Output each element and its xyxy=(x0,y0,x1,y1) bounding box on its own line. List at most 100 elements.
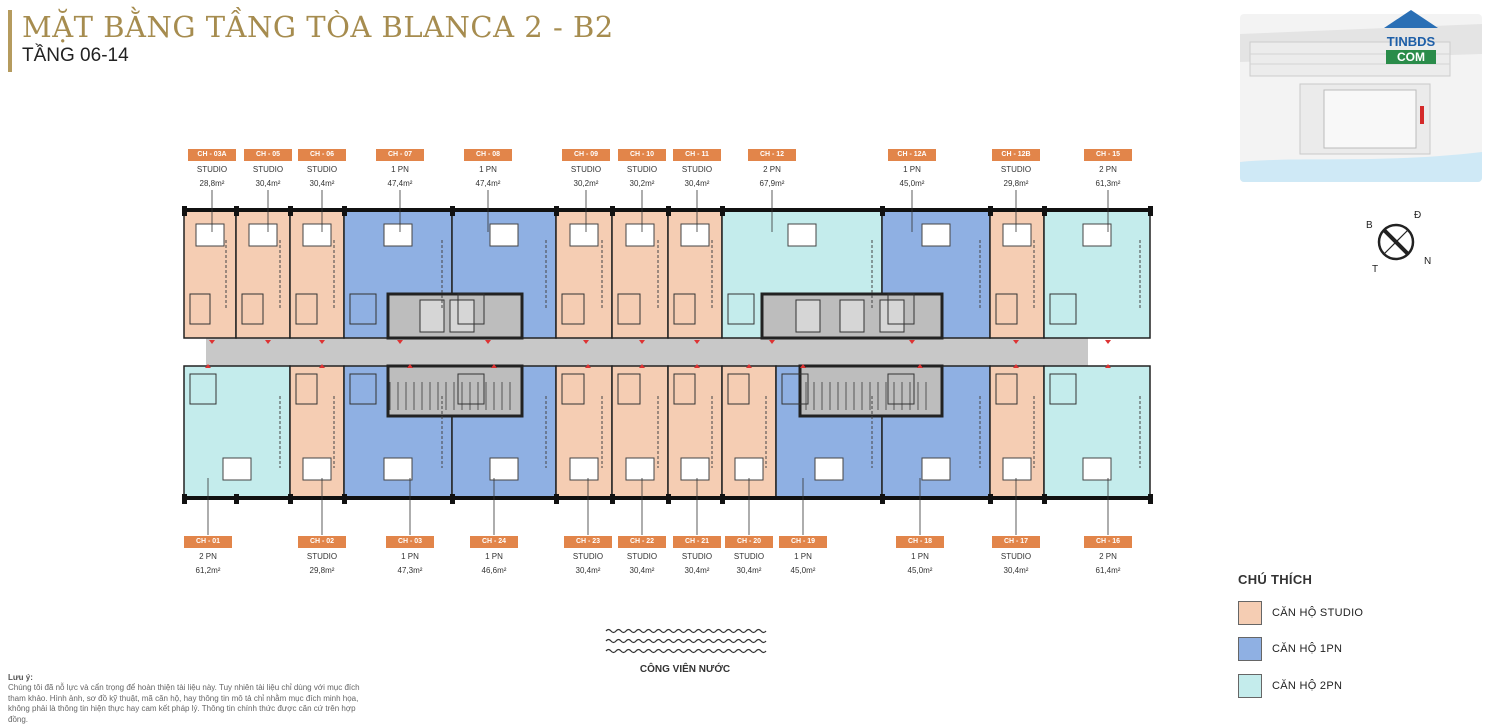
legend-title: CHÚ THÍCH xyxy=(1238,572,1313,587)
bed-icon xyxy=(625,223,655,247)
unit-type-label-bottom: STUDIO xyxy=(733,552,765,561)
elevator-shaft xyxy=(795,299,821,333)
bed-icon xyxy=(921,457,951,481)
title-accent-bar xyxy=(8,10,12,72)
unit-type-label-top: 1 PN xyxy=(479,165,497,174)
bed-icon xyxy=(248,223,278,247)
bathroom-icon xyxy=(295,293,318,325)
door-arrow xyxy=(1013,340,1019,344)
unit-code-tag-bottom: CH - 01 xyxy=(184,536,232,548)
bed-icon xyxy=(1082,223,1112,247)
unit-area-label-top: 30,4m² xyxy=(309,179,335,188)
legend-swatch-2pn xyxy=(1238,674,1262,698)
unit-area-label-top: 30,4m² xyxy=(684,179,710,188)
bed-icon xyxy=(814,457,844,481)
bathroom-icon xyxy=(349,373,377,405)
bed-icon xyxy=(302,457,332,481)
unit-area-label-bottom: 30,4m² xyxy=(684,566,710,575)
unit-type-label-top: 2 PN xyxy=(763,165,781,174)
door-arrow xyxy=(1105,364,1111,368)
unit-type-label-bottom: STUDIO xyxy=(306,552,338,561)
unit-type-label-bottom: 1 PN xyxy=(794,552,812,561)
bathroom-icon xyxy=(995,293,1018,325)
compass-b: B xyxy=(1366,220,1373,231)
bed-icon xyxy=(195,223,225,247)
bathroom-icon xyxy=(887,373,915,405)
unit-code-tag-top: CH - 15 xyxy=(1084,149,1132,161)
door-arrow xyxy=(746,364,752,368)
outer-wall-bottom xyxy=(182,496,1152,500)
door-arrow xyxy=(694,340,700,344)
bed-icon xyxy=(1002,223,1032,247)
legend-label-1pn: CĂN HỘ 1PN xyxy=(1272,643,1343,655)
bathroom-icon xyxy=(295,373,318,405)
door-arrow xyxy=(639,340,645,344)
compass-d: Đ xyxy=(1414,210,1421,221)
unit-type-label-top: 2 PN xyxy=(1099,165,1117,174)
legend-item-studio: CĂN HỘ STUDIO xyxy=(1238,600,1363,626)
bathroom-icon xyxy=(189,293,211,325)
door-arrow xyxy=(319,364,325,368)
bed-icon xyxy=(222,457,252,481)
door-arrow xyxy=(909,340,915,344)
elevator-shaft xyxy=(879,299,905,333)
unit-area-label-bottom: 61,2m² xyxy=(195,566,221,575)
unit-code-tag-bottom: CH - 24 xyxy=(470,536,518,548)
unit-area-label-bottom: 30,4m² xyxy=(629,566,655,575)
bathroom-icon xyxy=(995,373,1018,405)
unit-area-label-top: 29,8m² xyxy=(1003,179,1029,188)
bathroom-icon xyxy=(617,373,641,405)
bed-icon xyxy=(921,223,951,247)
unit-code-tag-bottom: CH - 17 xyxy=(992,536,1040,548)
bathroom-icon xyxy=(1049,373,1077,405)
compass-t: T xyxy=(1372,264,1378,275)
page-subtitle: TẦNG 06-14 xyxy=(22,45,129,66)
unit-area-label-bottom: 30,4m² xyxy=(1003,566,1029,575)
door-arrow xyxy=(491,364,497,368)
unit-code-tag-top: CH - 05 xyxy=(244,149,292,161)
door-arrow xyxy=(209,340,215,344)
door-arrow xyxy=(585,364,591,368)
unit-area-label-top: 30,4m² xyxy=(255,179,281,188)
unit-area-label-top: 61,3m² xyxy=(1095,179,1121,188)
unit-code-tag-top: CH - 12A xyxy=(888,149,936,161)
unit-type-label-bottom: 1 PN xyxy=(401,552,419,561)
unit-type-label-top: STUDIO xyxy=(252,165,284,174)
bathroom-icon xyxy=(1049,293,1077,325)
unit-type-label-top: STUDIO xyxy=(626,165,658,174)
unit-area-label-top: 30,2m² xyxy=(629,179,655,188)
bathroom-icon xyxy=(781,373,809,405)
unit-area-label-top: 28,8m² xyxy=(199,179,225,188)
bed-icon xyxy=(489,457,519,481)
unit-area-label-top: 30,2m² xyxy=(573,179,599,188)
door-arrow xyxy=(397,340,403,344)
door-arrow xyxy=(583,340,589,344)
tinbds-logo: TINBDS COM xyxy=(1384,10,1438,64)
unit-area-label-top: 67,9m² xyxy=(759,179,785,188)
unit-type-label-bottom: STUDIO xyxy=(572,552,604,561)
unit-code-tag-top: CH - 09 xyxy=(562,149,610,161)
unit-type-label-bottom: 1 PN xyxy=(485,552,503,561)
legend-item-2pn: CĂN HỘ 2PN xyxy=(1238,673,1342,699)
door-arrow xyxy=(205,364,211,368)
unit-code-tag-top: CH - 12 xyxy=(748,149,796,161)
unit-area-label-bottom: 61,4m² xyxy=(1095,566,1121,575)
unit-type-label-bottom: STUDIO xyxy=(626,552,658,561)
unit-area-label-bottom: 45,0m² xyxy=(907,566,933,575)
outer-wall-top xyxy=(182,208,1152,212)
bed-icon xyxy=(569,457,599,481)
legend-swatch-studio xyxy=(1238,601,1262,625)
bed-icon xyxy=(302,223,332,247)
bed-icon xyxy=(734,457,764,481)
unit-type-label-top: STUDIO xyxy=(681,165,713,174)
unit-code-tag-top: CH - 06 xyxy=(298,149,346,161)
unit-code-tag-top: CH - 08 xyxy=(464,149,512,161)
bed-icon xyxy=(1002,457,1032,481)
door-arrow xyxy=(769,340,775,344)
unit-type-label-top: 1 PN xyxy=(903,165,921,174)
unit-code-tag-bottom: CH - 19 xyxy=(779,536,827,548)
unit-type-label-top: STUDIO xyxy=(306,165,338,174)
bathroom-icon xyxy=(727,293,755,325)
core-right-bottom xyxy=(798,364,944,418)
